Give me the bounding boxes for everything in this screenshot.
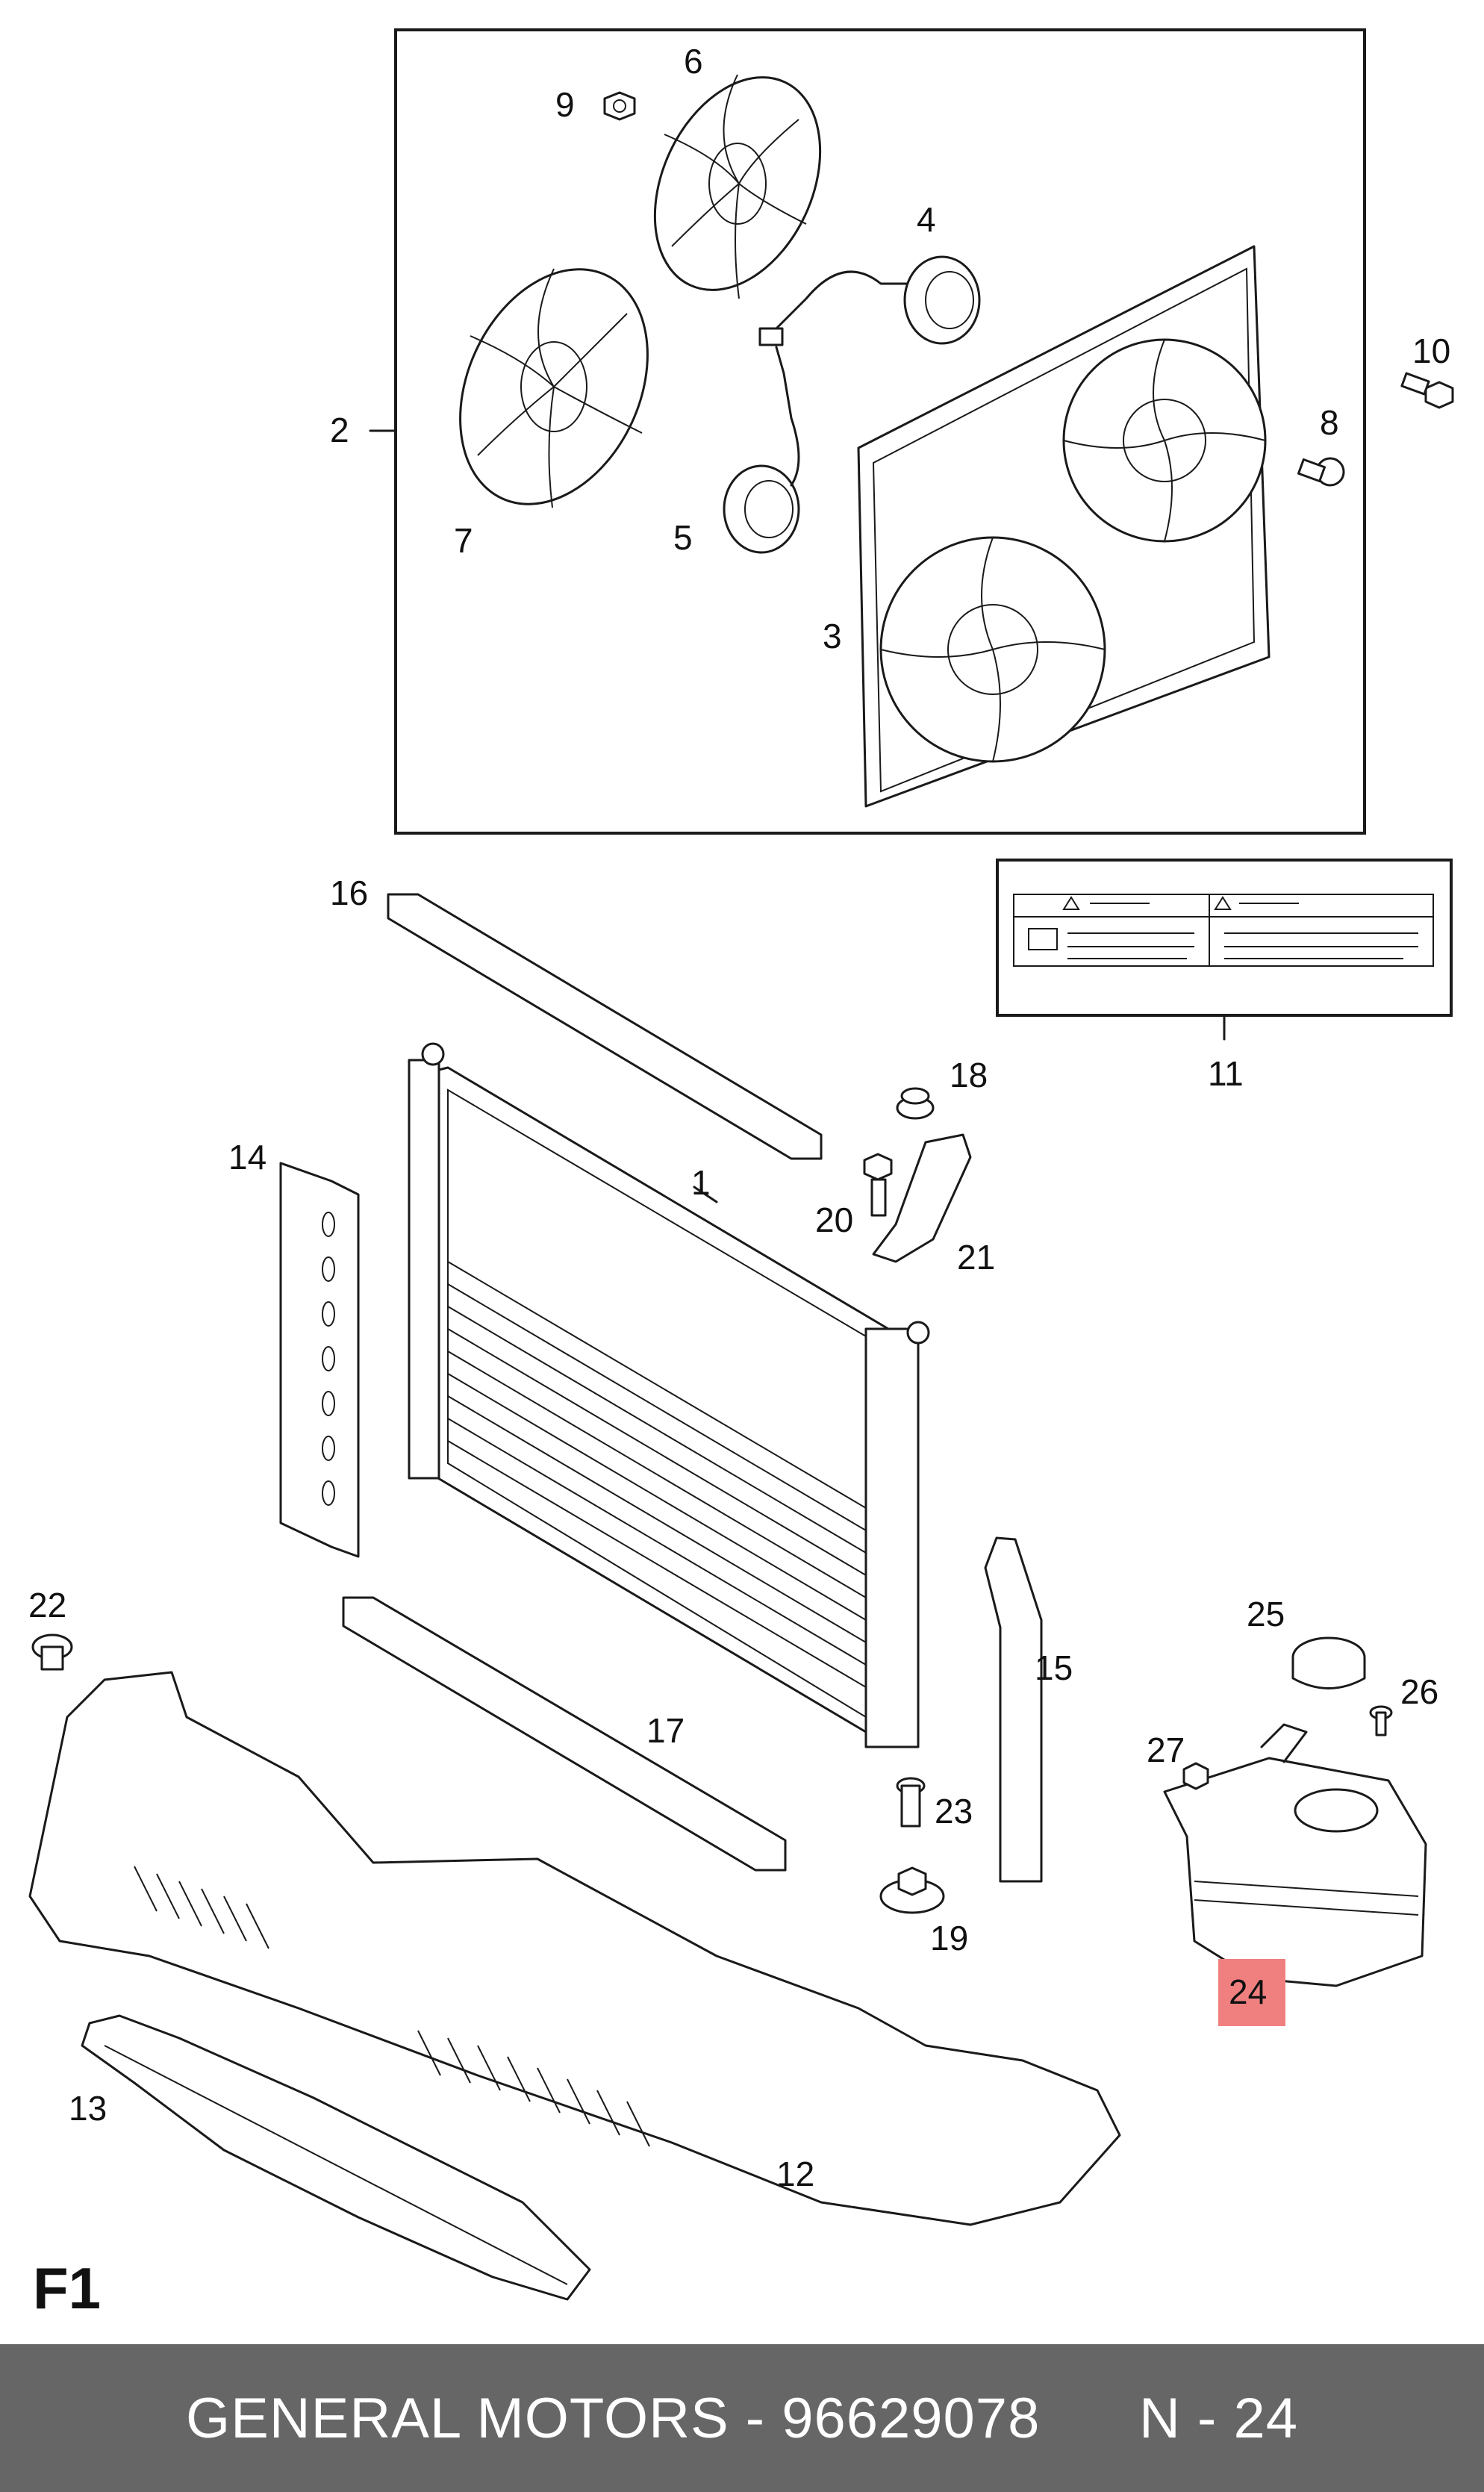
callout-13: 13 (69, 2089, 107, 2128)
bolt-10 (1400, 372, 1454, 409)
callout-20: 20 (815, 1200, 853, 1239)
seal-17 (342, 1596, 787, 1872)
footer-part-number: 96629078 (782, 2386, 1041, 2450)
callout-27: 27 (1147, 1731, 1185, 1769)
callout-12: 12 (776, 2155, 814, 2193)
motor-4 (758, 255, 981, 346)
callout-2: 2 (330, 411, 349, 449)
nut-9 (603, 91, 636, 121)
page-code: F1 (33, 2255, 102, 2321)
callout-24: 24 (1229, 1972, 1267, 2011)
callout-1: 1 (691, 1163, 711, 1202)
label-11 (996, 859, 1453, 1041)
callout-17: 17 (646, 1711, 685, 1750)
callout-15: 15 (1035, 1648, 1073, 1687)
callout-21: 21 (957, 1238, 995, 1277)
seal-16 (387, 893, 823, 1160)
fan-blade-6 (653, 74, 822, 299)
deflector-12 (28, 1671, 1121, 2226)
deflector-13 (81, 2014, 591, 2301)
callout-3: 3 (823, 617, 842, 655)
screw-26 (1369, 1705, 1393, 1736)
bolt-20 (863, 1153, 893, 1217)
baffle-14 (279, 1162, 360, 1558)
fan-shroud-3 (857, 245, 1271, 808)
bolt-8 (1297, 457, 1345, 487)
footer-text: GENERAL MOTORS - 96629078 N - 24 (186, 2386, 1298, 2451)
callout-6: 6 (684, 42, 703, 81)
callout-19: 19 (930, 1919, 968, 1957)
radiator-1 (408, 1042, 930, 1748)
callout-11: 11 (1208, 1054, 1244, 1093)
callout-9: 9 (555, 85, 575, 124)
clip-22 (31, 1633, 73, 1671)
callout-26: 26 (1400, 1672, 1438, 1711)
fan-blade-7 (459, 268, 649, 508)
callout-7: 7 (454, 521, 473, 560)
grommet-18 (896, 1087, 935, 1120)
bracket-15 (984, 1536, 1043, 1883)
callout-5: 5 (673, 518, 693, 557)
callout-23: 23 (935, 1792, 973, 1831)
cap-25 (1291, 1636, 1366, 1689)
motor-5 (723, 346, 800, 554)
coolant-reservoir-24 (1163, 1723, 1427, 1987)
bracket-21 (872, 1133, 972, 1263)
footer-ref: N - 24 (1139, 2386, 1299, 2450)
leader-lines (693, 1186, 718, 1203)
callout-4: 4 (917, 200, 936, 239)
footer-banner: GENERAL MOTORS - 96629078 N - 24 (0, 2344, 1484, 2492)
footer-separator: - (729, 2386, 782, 2450)
callout-10: 10 (1412, 331, 1450, 370)
callout-22: 22 (28, 1586, 66, 1625)
footer-gap (1040, 2387, 1139, 2450)
highlight-24 (1218, 1959, 1285, 2026)
callout-8: 8 (1320, 403, 1339, 442)
nut-27 (1182, 1762, 1209, 1790)
nut-19 (879, 1866, 945, 1914)
callout-14: 14 (228, 1138, 266, 1177)
callout-25: 25 (1247, 1595, 1285, 1633)
footer-brand: GENERAL MOTORS (185, 2386, 729, 2450)
callout-18: 18 (950, 1056, 988, 1094)
callout-16: 16 (330, 873, 368, 912)
bolt-23 (896, 1777, 926, 1828)
